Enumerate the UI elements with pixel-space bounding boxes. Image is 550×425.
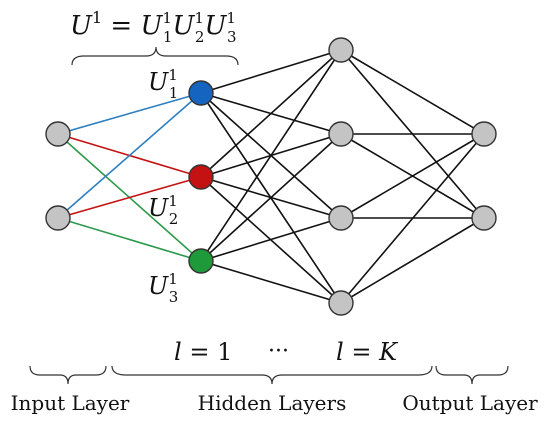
output-layer-brace [435, 365, 509, 385]
node-output-0 [471, 121, 497, 147]
node-output-1 [471, 205, 497, 231]
edge-input-1-to-hidden1-0 [57, 92, 202, 219]
formula-brace [71, 46, 239, 66]
edge-hidden1-2-to-hidden2-3 [200, 260, 342, 304]
edge-hidden2-3-to-output-0 [340, 133, 485, 304]
layer-index-dots: ··· [268, 339, 289, 364]
node-hidden2-0 [328, 37, 354, 63]
output-layer-label: Output Layer [402, 391, 538, 415]
node-hidden1-1 [188, 164, 214, 190]
node-input-1 [45, 205, 71, 231]
nodes-group [45, 37, 497, 316]
edge-hidden1-2-to-hidden2-1 [200, 133, 342, 262]
edge-input-1-to-hidden1-2 [57, 217, 202, 262]
edge-input-1-to-hidden1-1 [57, 176, 202, 219]
edge-hidden2-0-to-output-0 [340, 49, 485, 135]
node-hidden1-0 [188, 80, 214, 106]
layer-index-last: l = K [336, 338, 399, 366]
edge-hidden2-2-to-output-0 [340, 133, 485, 219]
edges-group [57, 49, 485, 304]
edge-hidden1-2-to-hidden2-2 [200, 217, 342, 262]
node-hidden1-2 [188, 248, 214, 274]
hidden-layers-brace [111, 365, 433, 385]
edge-hidden2-3-to-output-1 [340, 217, 485, 304]
node-hidden2-3 [328, 290, 354, 316]
edge-hidden1-2-to-hidden2-0 [200, 49, 342, 262]
edge-hidden1-0-to-hidden2-0 [200, 49, 342, 94]
node-hidden2-1 [328, 121, 354, 147]
node-input-0 [45, 121, 71, 147]
hidden-layers-label: Hidden Layers [198, 391, 347, 415]
input-layer-brace [29, 365, 107, 385]
edge-input-0-to-hidden1-0 [57, 92, 202, 135]
input-layer-label: Input Layer [11, 391, 130, 415]
layer-index-first: l = 1 [174, 338, 232, 366]
node-hidden2-2 [328, 205, 354, 231]
edge-hidden1-1-to-hidden2-0 [200, 49, 342, 178]
